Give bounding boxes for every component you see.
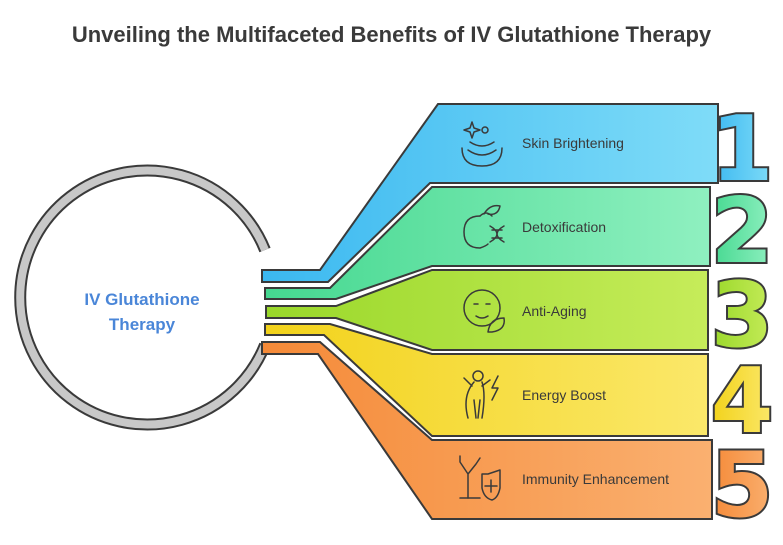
fruit-dna-icon <box>463 204 505 249</box>
label-anti-aging: Anti-Aging <box>522 303 587 319</box>
band-skin-brightening <box>261 103 719 283</box>
band-immunity-enhancement <box>261 341 713 520</box>
label-immunity-enhancement: Immunity Enhancement <box>522 471 669 487</box>
band-energy-boost <box>264 323 709 437</box>
face-leaf-icon <box>463 289 505 333</box>
hub-circle <box>14 164 271 431</box>
number-5: 5 <box>711 433 774 538</box>
band-anti-aging <box>265 269 709 351</box>
hub-label-line2: Therapy <box>109 315 176 334</box>
hub-label-line1: IV Glutathione <box>84 290 199 309</box>
number-3: 3 <box>711 263 774 368</box>
number-1: 1 <box>711 97 774 202</box>
sparkle-face-icon <box>461 121 503 167</box>
person-lightning-icon <box>463 370 499 419</box>
number-4: 4 <box>711 349 774 454</box>
page-title: Unveiling the Multifaceted Benefits of I… <box>71 22 712 47</box>
label-skin-brightening: Skin Brightening <box>522 135 624 151</box>
label-energy-boost: Energy Boost <box>522 387 606 403</box>
label-detoxification: Detoxification <box>522 219 606 235</box>
number-2: 2 <box>711 179 774 284</box>
tree-shield-icon <box>459 455 501 501</box>
band-detoxification <box>264 186 711 300</box>
